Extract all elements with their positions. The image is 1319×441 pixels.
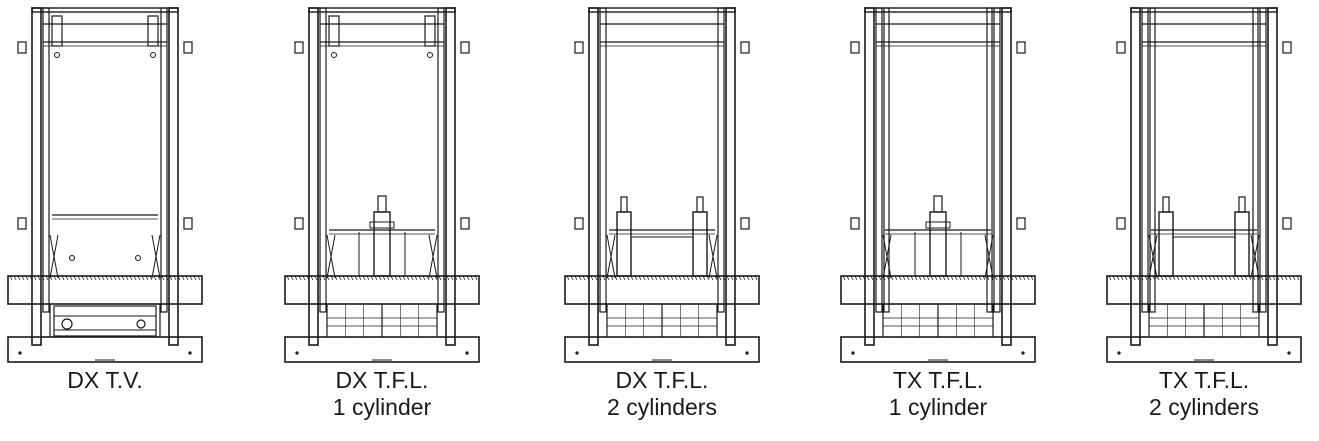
top-header bbox=[864, 7, 1012, 13]
lift-cylinder-right bbox=[692, 211, 708, 277]
base-crossbar bbox=[7, 336, 203, 363]
outer-rail-right bbox=[725, 7, 736, 346]
side-bracket-left bbox=[1116, 41, 1126, 54]
inner-rail-left bbox=[599, 7, 607, 313]
lower-roller-left bbox=[61, 318, 73, 330]
caption-line-2: 2 cylinders bbox=[607, 394, 717, 420]
side-bracket-right bbox=[183, 41, 193, 54]
caption-line-1: TX T.F.L. bbox=[892, 367, 984, 393]
side-bracket-right bbox=[1282, 41, 1292, 54]
lower-roller-right bbox=[136, 319, 146, 329]
side-bracket-left bbox=[17, 217, 27, 230]
top-header bbox=[1130, 7, 1278, 13]
outer-rail-right bbox=[168, 7, 179, 346]
outer-rail-left bbox=[1130, 7, 1141, 346]
cylinder-rod bbox=[377, 195, 387, 213]
side-bracket-left bbox=[1116, 217, 1126, 230]
base-crossbar bbox=[840, 336, 1036, 363]
lift-cylinder-left bbox=[616, 211, 632, 277]
inner-rail-right bbox=[1259, 7, 1267, 313]
fork-carriage-bar bbox=[284, 275, 480, 305]
side-bracket-left bbox=[574, 217, 584, 230]
mast-diagram-dx-tv bbox=[7, 7, 203, 363]
sheave-right bbox=[147, 15, 159, 47]
caption-dx-tv: DX T.V. bbox=[0, 367, 220, 394]
side-bracket-left bbox=[850, 41, 860, 54]
pulley-left bbox=[54, 52, 60, 58]
side-bracket-right bbox=[460, 41, 470, 54]
mast-dx-tfl-2: DX T.F.L. 2 cylinders bbox=[547, 0, 777, 441]
inner-rail-right bbox=[993, 7, 1001, 313]
side-bracket-right bbox=[1016, 41, 1026, 54]
caption-line-2: 2 cylinders bbox=[1149, 394, 1259, 420]
inner-rail-left bbox=[1141, 7, 1149, 313]
inner-rail-left bbox=[319, 7, 327, 313]
outer-rail-right bbox=[1001, 7, 1012, 346]
outer-rail-left bbox=[31, 7, 42, 346]
inner-rail-right bbox=[437, 7, 445, 313]
side-bracket-right bbox=[740, 217, 750, 230]
fork-carriage-bar bbox=[1106, 275, 1302, 305]
cylinder-rod bbox=[933, 195, 943, 213]
sheave-right bbox=[424, 15, 436, 47]
inner-rail-left bbox=[875, 7, 883, 313]
caption-tx-tfl-2: TX T.F.L. 2 cylinders bbox=[1089, 367, 1319, 421]
lower-frame bbox=[53, 305, 157, 337]
caption-line-1: DX T.V. bbox=[67, 367, 143, 393]
lift-cylinder-left bbox=[1158, 211, 1174, 277]
caption-line-1: TX T.F.L. bbox=[1158, 367, 1250, 393]
top-header bbox=[31, 7, 179, 13]
side-bracket-left bbox=[294, 217, 304, 230]
caption-tx-tfl-1: TX T.F.L. 1 cylinder bbox=[823, 367, 1053, 421]
side-bracket-left bbox=[574, 41, 584, 54]
side-bracket-left bbox=[294, 41, 304, 54]
pulley-right bbox=[150, 52, 156, 58]
side-bracket-right bbox=[183, 217, 193, 230]
mast-diagram-dx-tfl-1 bbox=[284, 7, 480, 363]
sheave-left bbox=[328, 15, 340, 47]
outer-rail-left bbox=[308, 7, 319, 346]
pulley-left bbox=[331, 52, 337, 58]
caption-line-2: 1 cylinder bbox=[332, 394, 432, 420]
side-bracket-left bbox=[17, 41, 27, 54]
inner-rail-right bbox=[717, 7, 725, 313]
side-bracket-right bbox=[460, 217, 470, 230]
outer-rail-right bbox=[445, 7, 456, 346]
inner-rail-left bbox=[42, 7, 50, 313]
fork-carriage-bar bbox=[564, 275, 760, 305]
mast-dx-tfl-1: DX T.F.L. 1 cylinder bbox=[267, 0, 497, 441]
caption-line-2: 1 cylinder bbox=[888, 394, 988, 420]
base-crossbar bbox=[1106, 336, 1302, 363]
outer-rail-left bbox=[864, 7, 875, 346]
top-header bbox=[308, 7, 456, 13]
side-bracket-left bbox=[850, 217, 860, 230]
pulley-right bbox=[427, 52, 433, 58]
fork-carriage-bar bbox=[7, 275, 203, 305]
inner-rail-right bbox=[160, 7, 168, 313]
mast-diagram-tx-tfl-1 bbox=[840, 7, 1036, 363]
base-crossbar bbox=[564, 336, 760, 363]
caption-dx-tfl-1: DX T.F.L. 1 cylinder bbox=[267, 367, 497, 421]
mast-diagram-dx-tfl-2 bbox=[564, 7, 760, 363]
sheave-left bbox=[51, 15, 63, 47]
outer-rail-left bbox=[588, 7, 599, 346]
mast-tx-tfl-2: TX T.F.L. 2 cylinders bbox=[1089, 0, 1319, 441]
mast-diagram-tx-tfl-2 bbox=[1106, 7, 1302, 363]
side-bracket-right bbox=[1282, 217, 1292, 230]
mast-dx-tv: DX T.V. bbox=[0, 0, 220, 441]
base-crossbar bbox=[284, 336, 480, 363]
side-bracket-right bbox=[1016, 217, 1026, 230]
caption-line-1: DX T.F.L. bbox=[335, 367, 429, 393]
mast-tx-tfl-1: TX T.F.L. 1 cylinder bbox=[823, 0, 1053, 441]
outer-rail-right bbox=[1267, 7, 1278, 346]
caption-line-1: DX T.F.L. bbox=[615, 367, 709, 393]
top-header bbox=[588, 7, 736, 13]
fork-carriage-bar bbox=[840, 275, 1036, 305]
lift-cylinder-right bbox=[1234, 211, 1250, 277]
side-bracket-right bbox=[740, 41, 750, 54]
caption-dx-tfl-2: DX T.F.L. 2 cylinders bbox=[547, 367, 777, 421]
